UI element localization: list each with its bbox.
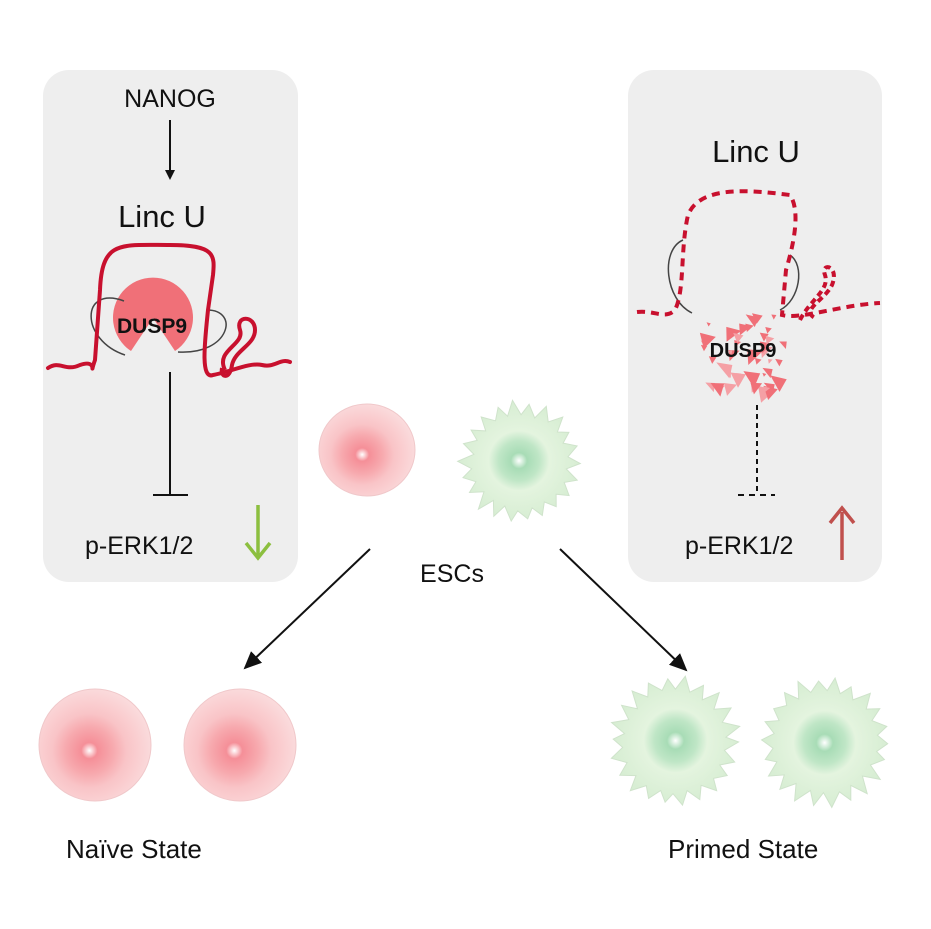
dusp9-fragment [768, 359, 773, 364]
dusp9-fragment [763, 386, 771, 394]
right-panel: Linc U DUSP9 p-ERK1/2 [628, 70, 882, 582]
dusp9-fragment [771, 314, 777, 320]
p-erk-label: p-ERK1/2 [685, 532, 793, 560]
p-erk-label: p-ERK1/2 [85, 532, 193, 560]
dusp9-fragment [730, 372, 746, 388]
linc-u-rna-coil [219, 316, 258, 378]
dusp9-fragment [726, 326, 742, 342]
primed-cell [610, 675, 741, 807]
dusp9-fragment [706, 322, 711, 327]
dusp9-fragment [775, 358, 783, 367]
linc-u-label: Linc U [712, 134, 800, 169]
dusp9-fragment [710, 383, 725, 397]
dusp9-fragment [723, 382, 737, 396]
dusp9-fragment [759, 341, 772, 354]
naive-cell [183, 688, 297, 802]
dusp9-fragment [762, 372, 767, 377]
left-panel: NANOG Linc U DUSP9 p-ERK1/2 [43, 70, 298, 582]
dusp9-fragment [754, 357, 762, 365]
arrow-to-primed [559, 548, 688, 672]
dna-strand [667, 239, 693, 314]
dusp9-fragment [743, 371, 761, 388]
degraded-rna-coil [798, 265, 836, 321]
dusp9-fragment [699, 332, 716, 349]
dusp9-fragment [779, 341, 787, 349]
dusp9-fragment [747, 349, 763, 366]
dusp9-fragment [727, 350, 733, 356]
dusp9-fragment [770, 375, 787, 392]
dusp9-label: DUSP9 [117, 315, 187, 338]
dusp9-fragment [716, 362, 733, 379]
naive-cell [38, 688, 152, 802]
down-arrow-icon-head [244, 541, 272, 561]
up-arrow-icon-head [828, 505, 856, 525]
dusp9-fragment [750, 382, 763, 395]
dusp9-fragment [735, 373, 742, 379]
dusp9-fragment [765, 326, 772, 334]
linc-u-rna [46, 242, 292, 378]
naive-state-label: Naïve State [66, 834, 202, 864]
dusp9-fragment [765, 335, 775, 345]
primed-cell [760, 676, 889, 809]
dusp9-protein-shape [113, 277, 193, 351]
dusp9-fragment [762, 367, 773, 379]
dusp9-fragment [734, 340, 742, 347]
linc-u-label: Linc U [118, 199, 206, 234]
primed-esc-cell [456, 399, 582, 523]
degraded-linc-u-rna [636, 189, 881, 318]
dusp9-fragment [708, 356, 717, 364]
dusp9-fragment [759, 332, 769, 342]
dna-strand [90, 297, 126, 356]
arrow-to-naive [243, 548, 371, 670]
dna-strand [779, 254, 800, 311]
dna-strand [177, 309, 227, 353]
dusp9-fragment [745, 323, 754, 333]
dusp9-fragment [733, 332, 744, 344]
nanog-label: NANOG [124, 85, 216, 113]
dusp9-label: DUSP9 [710, 340, 777, 362]
fragmented-dusp9-shape [699, 313, 787, 403]
dusp9-fragment [751, 313, 763, 324]
primed-state-label: Primed State [668, 834, 818, 864]
escs-label: ESCs [420, 560, 484, 588]
naive-esc-cell [318, 403, 416, 497]
